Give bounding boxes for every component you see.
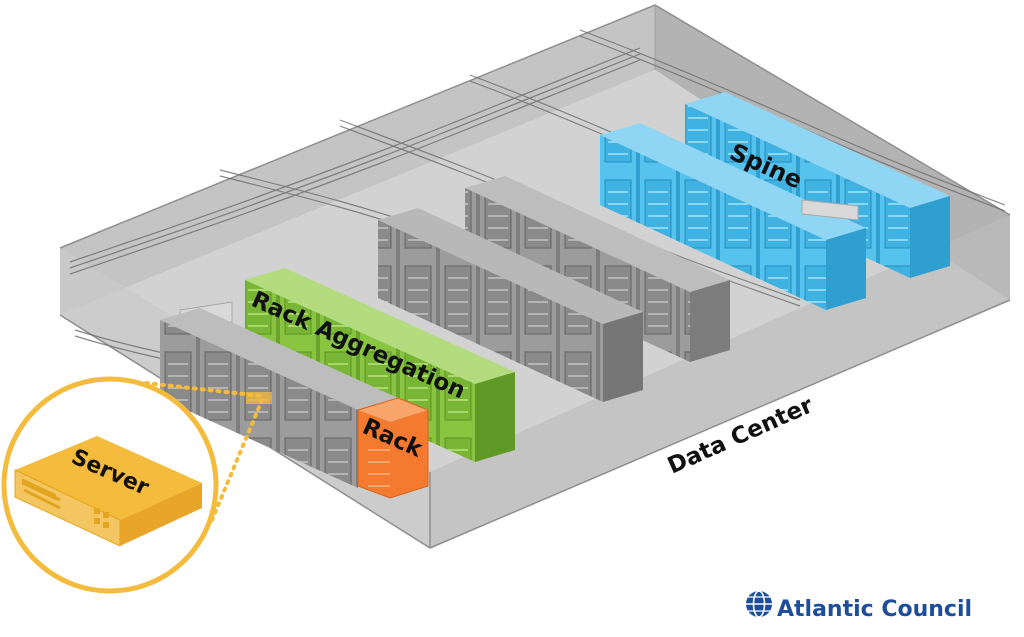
zoom-connector bbox=[144, 381, 264, 522]
server-unit bbox=[14, 436, 202, 547]
globe-icon bbox=[746, 590, 772, 618]
logo-text: Atlantic Council bbox=[777, 597, 972, 622]
gray-rack-row-front bbox=[378, 208, 643, 402]
spine-row-front bbox=[600, 123, 866, 310]
rack-orange bbox=[357, 397, 429, 499]
highlighted-server-slot bbox=[246, 392, 272, 404]
server-zoom-lens bbox=[1, 376, 219, 594]
atlantic-council-logo: Atlantic Council bbox=[746, 590, 972, 622]
